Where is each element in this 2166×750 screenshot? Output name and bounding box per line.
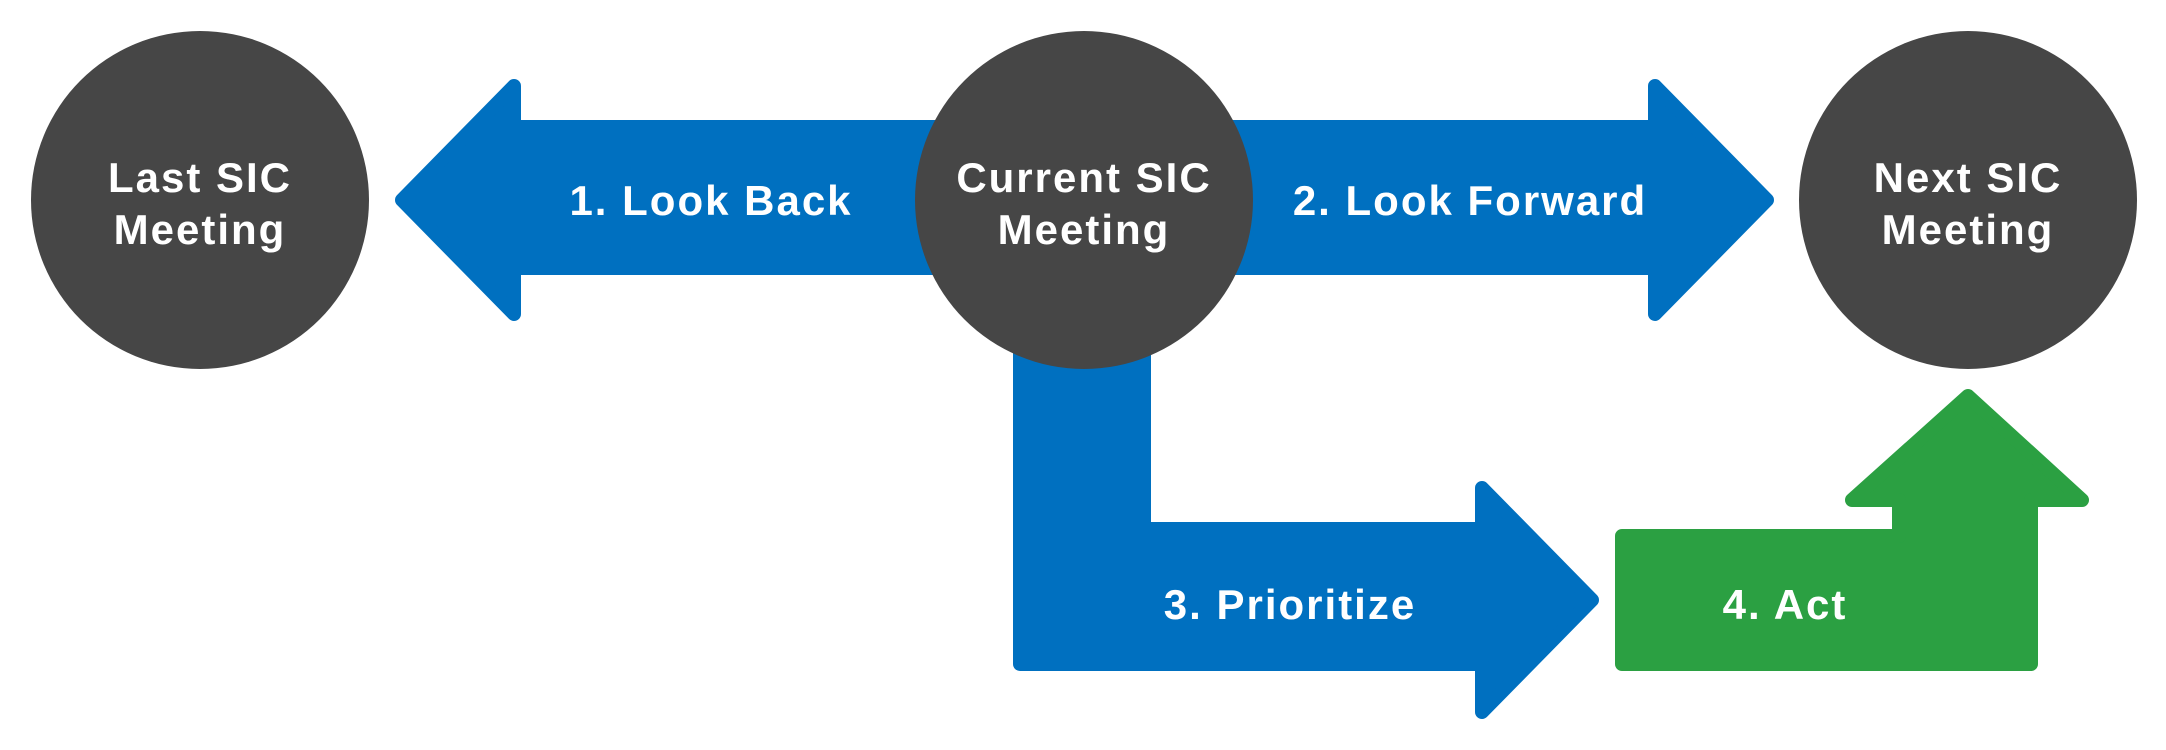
prioritize-arrow [1013, 333, 1599, 719]
current-meeting-circle [915, 31, 1253, 369]
look-forward-label: 2. Look Forward [1292, 177, 1648, 224]
next-meeting-line1: Next SIC [1873, 154, 2063, 201]
last-meeting-line1: Last SIC [107, 154, 293, 201]
act-arrow [1615, 389, 2089, 671]
look-back-arrow [395, 79, 952, 321]
last-meeting-circle [31, 31, 369, 369]
act-label: 4. Act [1722, 581, 1848, 628]
prioritize-label: 3. Prioritize [1163, 581, 1417, 628]
last-meeting-line2: Meeting [113, 206, 287, 253]
last-meeting-label: Last SIC Meeting [108, 152, 292, 256]
current-meeting-label: Current SIC Meeting [956, 152, 1211, 256]
current-meeting-line1: Current SIC [956, 154, 1212, 201]
current-meeting-line2: Meeting [997, 206, 1171, 253]
next-meeting-circle [1799, 31, 2137, 369]
look-back-label: 1. Look Back [569, 177, 853, 224]
next-meeting-label: Next SIC Meeting [1874, 152, 2063, 256]
look-forward-arrow [1218, 79, 1774, 321]
next-meeting-line2: Meeting [1881, 206, 2055, 253]
